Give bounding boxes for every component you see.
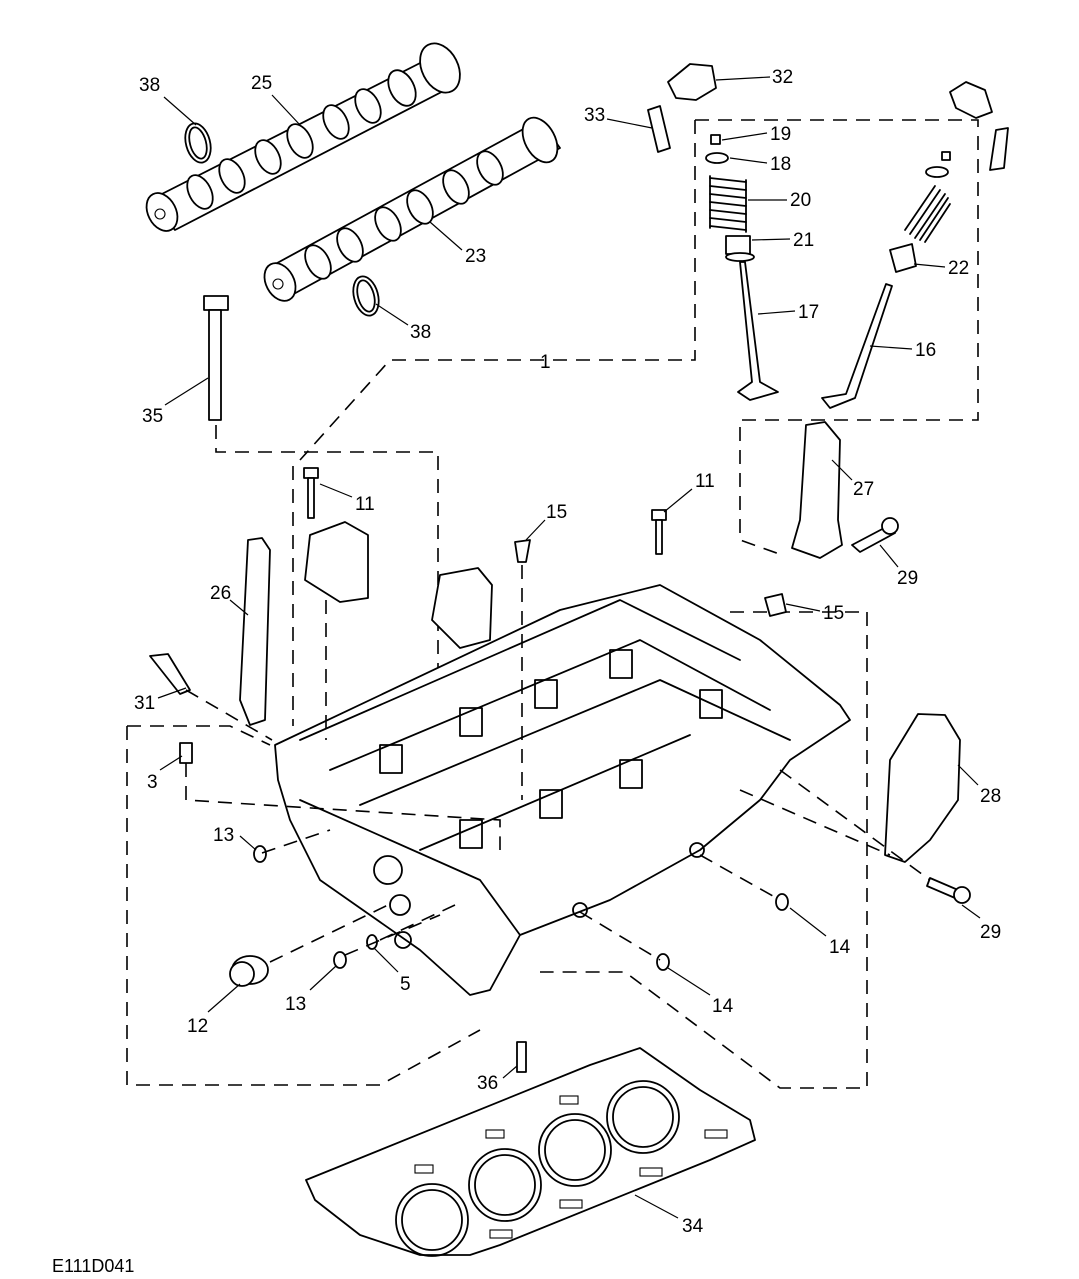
callout-14-right: 14 xyxy=(829,937,851,958)
fasteners xyxy=(149,467,971,1073)
camshaft-lower xyxy=(263,116,561,302)
callout-35: 35 xyxy=(142,406,163,427)
bearing-caps xyxy=(304,521,493,649)
leader-lines xyxy=(157,76,981,1219)
callout-12: 12 xyxy=(187,1016,208,1037)
callout-21: 21 xyxy=(793,230,814,251)
callout-14-bottom: 14 xyxy=(712,996,734,1017)
callout-11-left: 11 xyxy=(355,494,375,515)
lifting-eye-26 xyxy=(239,537,271,726)
callout-20: 20 xyxy=(790,190,811,211)
callout-22: 22 xyxy=(948,258,969,279)
callout-11-right: 11 xyxy=(695,471,715,492)
callout-15-top: 15 xyxy=(546,502,567,523)
assembly-boundary xyxy=(126,119,979,1089)
callout-27: 27 xyxy=(853,479,874,500)
callout-13-top: 13 xyxy=(213,825,234,846)
callout-33: 33 xyxy=(584,105,605,126)
callout-36: 36 xyxy=(477,1073,498,1094)
hydraulic-tappets xyxy=(647,105,1009,171)
callout-34: 34 xyxy=(682,1216,704,1237)
camshaft-upper xyxy=(145,42,461,232)
callout-28: 28 xyxy=(980,786,1001,807)
figure-reference-code: E111D041 xyxy=(52,1256,135,1276)
callout-23: 23 xyxy=(465,246,486,267)
callout-38-lower: 38 xyxy=(410,322,431,343)
rocker-arms xyxy=(667,63,993,119)
callout-32: 32 xyxy=(772,67,793,88)
callout-19: 19 xyxy=(770,124,791,145)
callout-13-bottom: 13 xyxy=(285,994,306,1015)
callout-16: 16 xyxy=(915,340,936,361)
callout-1: 1 xyxy=(540,352,551,373)
callout-29-bottom: 29 xyxy=(980,922,1001,943)
valve-train-right xyxy=(821,151,951,409)
head-bolt xyxy=(203,295,229,421)
alignment-lines xyxy=(185,565,931,963)
callout-17: 17 xyxy=(798,302,819,323)
callout-31: 31 xyxy=(134,693,155,714)
callout-5: 5 xyxy=(400,974,411,995)
callout-labels: 38 25 32 33 19 18 20 21 22 23 38 17 16 1… xyxy=(134,67,1001,1237)
bracket-28 xyxy=(884,713,961,863)
callout-29-top: 29 xyxy=(897,568,918,589)
head-gasket xyxy=(305,1047,756,1257)
seal-rings xyxy=(184,122,380,317)
callout-38-upper: 38 xyxy=(139,75,160,96)
callout-25: 25 xyxy=(251,73,272,94)
callout-18: 18 xyxy=(770,154,791,175)
valve-train-left xyxy=(705,134,779,401)
callout-26: 26 xyxy=(210,583,231,604)
lifting-eye-27 xyxy=(791,421,843,559)
cylinder-head xyxy=(274,584,851,996)
callout-15-right: 15 xyxy=(823,603,844,624)
callout-3: 3 xyxy=(147,772,158,793)
